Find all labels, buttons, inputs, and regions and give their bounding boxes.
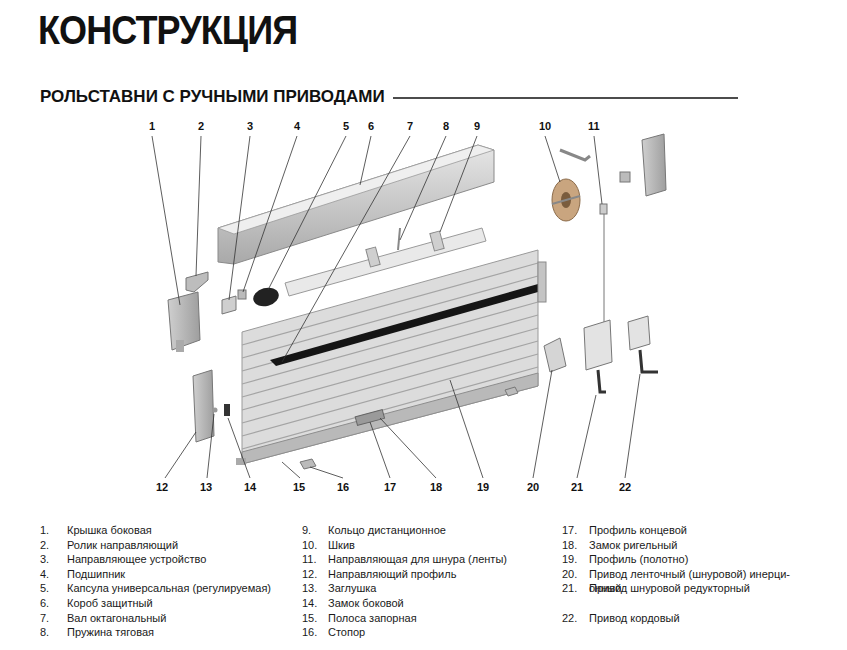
legend-number: 21. bbox=[562, 581, 577, 596]
callout-number: 3 bbox=[247, 120, 253, 132]
callout-number: 19 bbox=[477, 481, 489, 493]
callout-number: 12 bbox=[156, 481, 168, 493]
callout-number: 13 bbox=[200, 481, 212, 493]
heading-rule bbox=[393, 97, 738, 98]
legend-number: 1. bbox=[40, 523, 49, 538]
legend-number: 10. bbox=[302, 538, 317, 553]
legend-text: Полоса запорная bbox=[328, 611, 417, 626]
callout-number: 6 bbox=[368, 120, 374, 132]
legend-number: 3. bbox=[40, 552, 49, 567]
legend-number: 15. bbox=[302, 611, 317, 626]
legend-text: Привод шнуровой редукторный bbox=[589, 581, 750, 596]
legend-text: Заглушка bbox=[328, 581, 376, 596]
callout-number: 2 bbox=[198, 120, 204, 132]
reduction-drive bbox=[584, 320, 612, 370]
cord-drive bbox=[628, 316, 650, 350]
legend-text: Направляющий профиль bbox=[328, 567, 456, 582]
legend-text: Короб защитный bbox=[67, 596, 153, 611]
legend-number: 8. bbox=[40, 625, 49, 640]
legend-number: 2. bbox=[40, 538, 49, 553]
legend-text: Подшипник bbox=[67, 567, 125, 582]
crank bbox=[598, 370, 606, 392]
legend-text: Направляющее устройство bbox=[67, 552, 206, 567]
right-guide bbox=[538, 262, 546, 302]
legend-number: 5. bbox=[40, 581, 49, 596]
legend-text: Ролик направляющий bbox=[67, 538, 178, 553]
spring bbox=[430, 231, 444, 251]
subtitle: РОЛЬСТАВНИ С РУЧНЫМИ ПРИВОДАМИ bbox=[40, 87, 385, 107]
stopper bbox=[505, 387, 518, 396]
end-profile bbox=[242, 373, 538, 464]
legend-text: Направляющая для шнура (ленты) bbox=[328, 552, 507, 567]
legend-text: Замок ригельный bbox=[589, 538, 677, 553]
legend-text: Капсула универсальная (регулируемая) bbox=[67, 581, 271, 596]
box-slot bbox=[270, 284, 538, 366]
legend-number: 12. bbox=[302, 567, 317, 582]
callout-number: 10 bbox=[539, 120, 551, 132]
legend-text: Кольцо дистанционное bbox=[328, 523, 446, 538]
legend-number: 4. bbox=[40, 567, 49, 582]
drive-bracket bbox=[642, 134, 666, 196]
legend-text: Вал октагональный bbox=[67, 611, 166, 626]
callout-number: 22 bbox=[619, 481, 631, 493]
legend-number: 16. bbox=[302, 625, 317, 640]
callout-number: 21 bbox=[571, 481, 583, 493]
legend-text: Замок боковой bbox=[328, 596, 404, 611]
legend-text: Шкив bbox=[328, 538, 355, 553]
legend-number: 7. bbox=[40, 611, 49, 626]
callout-number: 17 bbox=[384, 481, 396, 493]
legend-text: Профиль (полотно) bbox=[589, 552, 688, 567]
legend-number: 6. bbox=[40, 596, 49, 611]
legend-number: 20. bbox=[562, 567, 577, 582]
box-face bbox=[218, 145, 494, 234]
page-title: КОНСТРУКЦИЯ bbox=[38, 8, 297, 53]
side-cover-foot bbox=[176, 340, 184, 352]
capsule bbox=[251, 285, 281, 309]
pulley-axle bbox=[552, 196, 580, 204]
bolt-lock bbox=[355, 410, 384, 426]
pulley bbox=[552, 179, 580, 221]
callout-number: 20 bbox=[527, 481, 539, 493]
tape-drive bbox=[544, 338, 566, 372]
legend-number: 19. bbox=[562, 552, 577, 567]
legend-number: 11. bbox=[302, 552, 316, 567]
legend-number: 18. bbox=[562, 538, 577, 553]
legend-text: Пружина тяговая bbox=[67, 625, 154, 640]
legend-text: Профиль концевой bbox=[589, 523, 687, 538]
legend-text: Стопор bbox=[328, 625, 365, 640]
spring-wire bbox=[398, 228, 400, 250]
callout-number: 15 bbox=[293, 481, 305, 493]
legend-number: 22. bbox=[562, 611, 577, 626]
callout-number: 18 bbox=[430, 481, 442, 493]
callout-number: 11 bbox=[588, 120, 600, 132]
plug bbox=[213, 408, 218, 413]
drive-bracket-part bbox=[620, 172, 630, 182]
curtain bbox=[242, 250, 538, 464]
callout-number: 9 bbox=[474, 120, 480, 132]
guide-profile bbox=[193, 370, 214, 442]
guide-roller bbox=[186, 272, 208, 292]
cord-guide bbox=[600, 204, 607, 214]
spring bbox=[366, 247, 380, 267]
callout-number: 8 bbox=[443, 120, 449, 132]
bearing bbox=[238, 290, 246, 299]
legend-number: 14. bbox=[302, 596, 317, 611]
leader-lines bbox=[152, 136, 640, 478]
callout-number: 16 bbox=[337, 481, 349, 493]
legend-number: 17. bbox=[562, 523, 577, 538]
crank bbox=[640, 350, 658, 372]
legend-number: 13. bbox=[302, 581, 317, 596]
legend-text: Привод кордовый bbox=[589, 611, 680, 626]
side-lock-part bbox=[224, 404, 230, 416]
callout-number: 5 bbox=[343, 120, 349, 132]
cord bbox=[604, 214, 605, 322]
callout-number: 14 bbox=[244, 481, 256, 493]
pulley-bracket bbox=[560, 150, 590, 160]
callout-number: 4 bbox=[294, 120, 300, 132]
callout-number: 7 bbox=[407, 120, 413, 132]
legend-text: Крышка боковая bbox=[67, 523, 152, 538]
legend-number: 9. bbox=[302, 523, 311, 538]
callout-number: 1 bbox=[149, 120, 155, 132]
stopper bbox=[300, 459, 316, 469]
